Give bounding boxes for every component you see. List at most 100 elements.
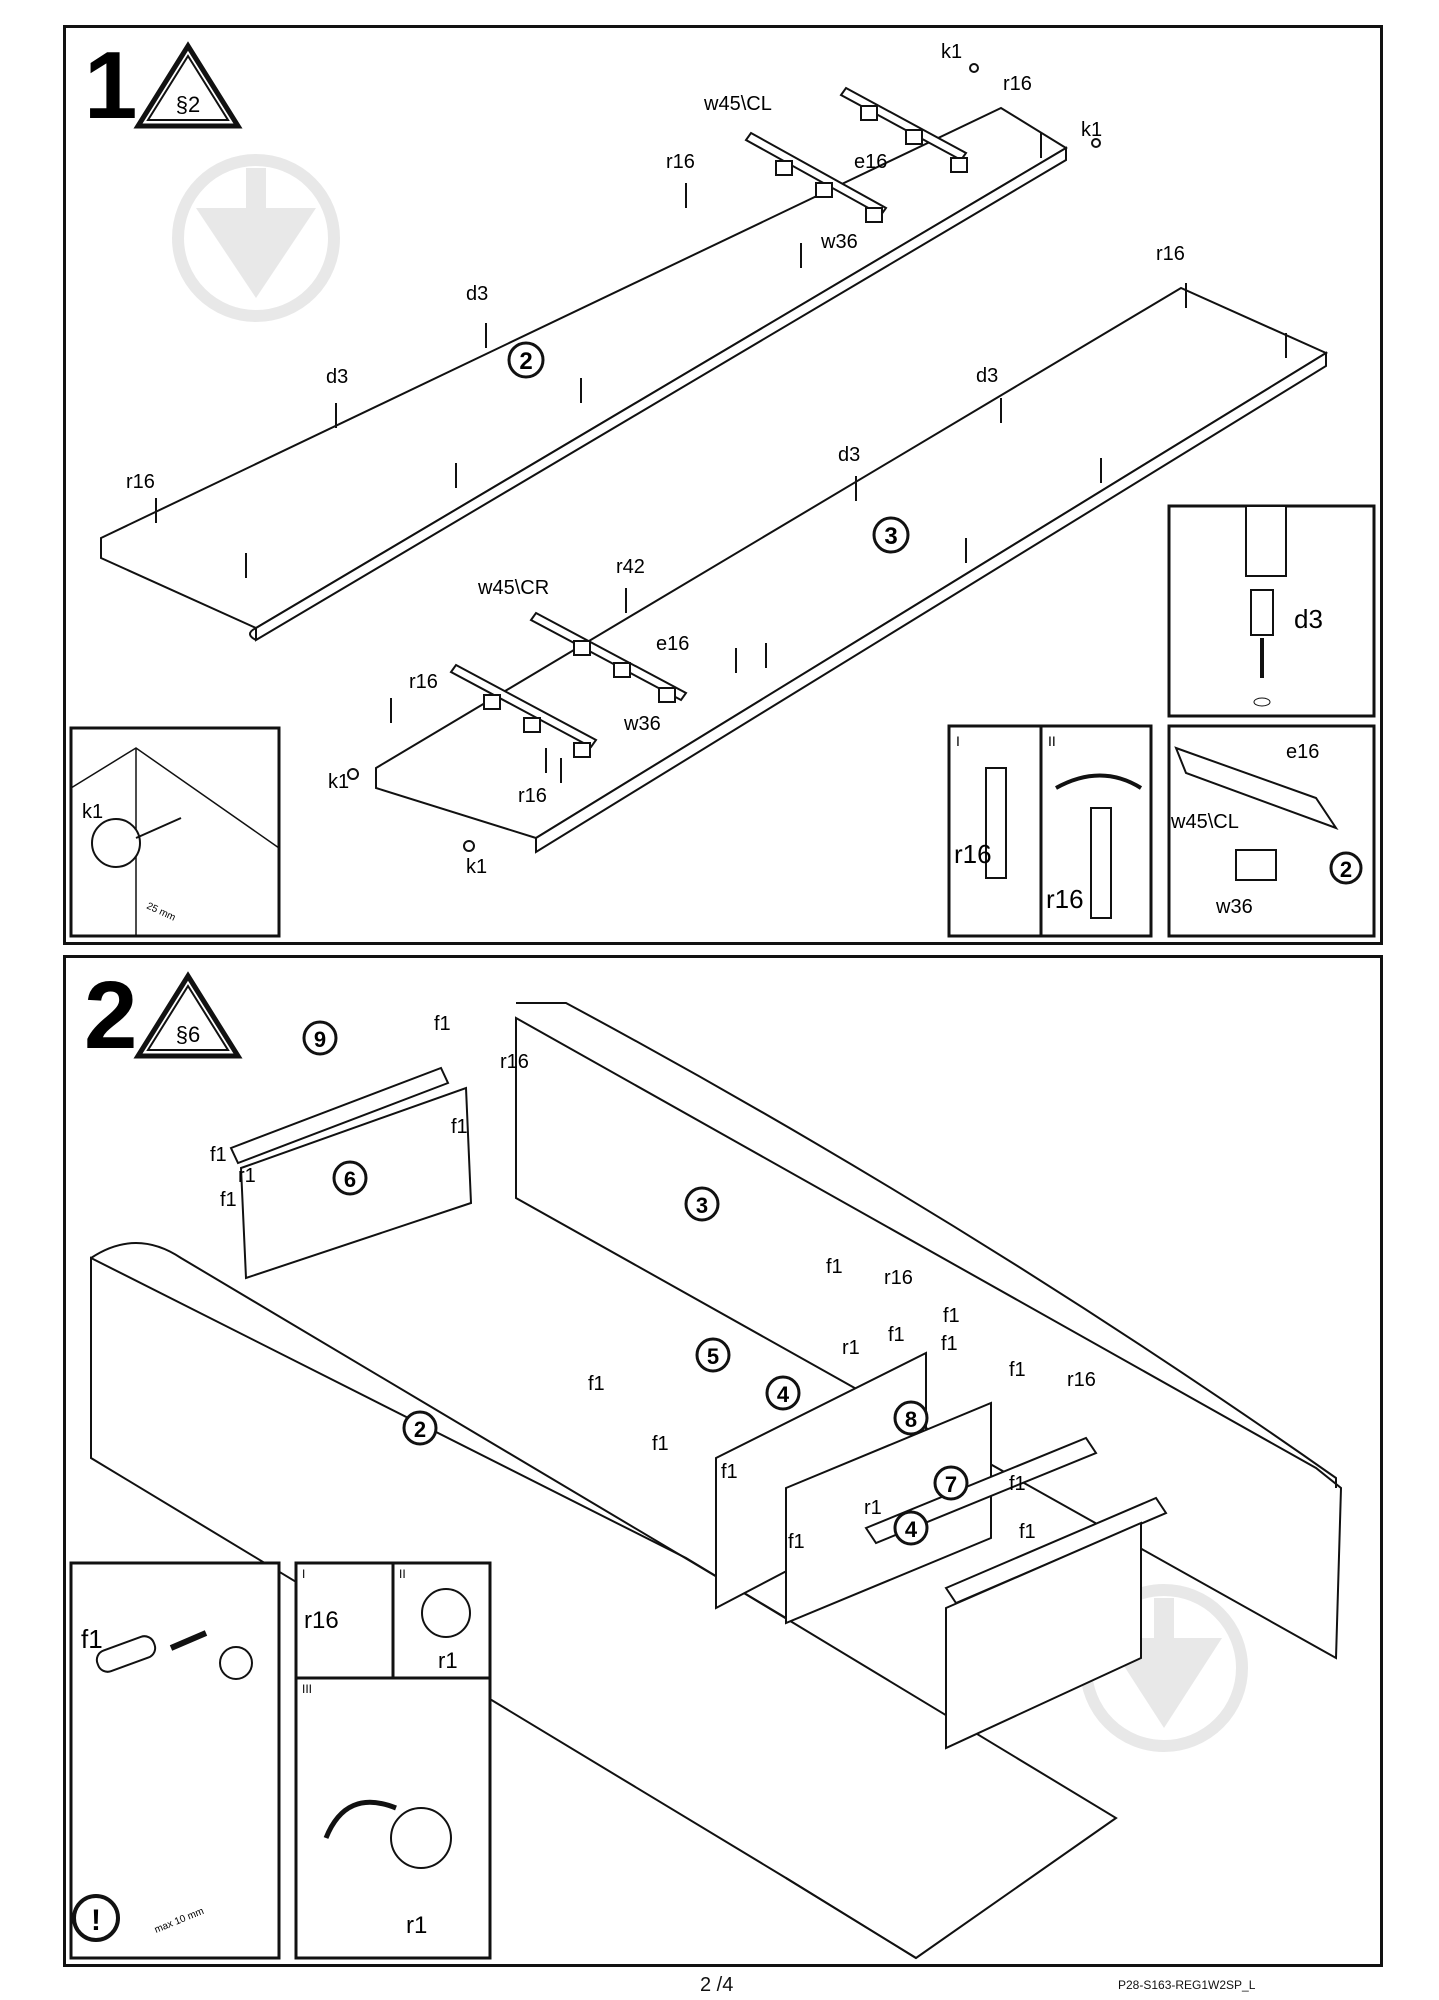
hardware-labels-step-1: k1 r16 k1 w45\CL e16 w36 r16 d3 d3 r16 r… bbox=[126, 41, 1185, 878]
part-callouts-step-2: 9 6 3 5 4 8 7 4 2 bbox=[302, 1020, 969, 1546]
watermark-logo bbox=[172, 154, 340, 322]
detail-r16-label-c: r16 bbox=[304, 1607, 339, 1634]
part-callouts-step-1: 2 3 bbox=[507, 341, 910, 554]
label-r16-h: r16 bbox=[884, 1267, 913, 1289]
label-r16-c: r16 bbox=[126, 471, 155, 493]
detail-2-roman-3: III bbox=[302, 1682, 312, 1696]
detail-r1-label-b: r1 bbox=[406, 1912, 427, 1939]
detail-d3-dowel: d3 bbox=[1167, 504, 1376, 718]
label-e16-a: e16 bbox=[854, 151, 887, 173]
label-r1-a: r1 bbox=[238, 1165, 256, 1187]
label-d3-b: d3 bbox=[326, 366, 348, 388]
label-f1-m: f1 bbox=[1009, 1473, 1026, 1495]
board-part-2 bbox=[100, 106, 1068, 642]
detail-r16-steps: I II r16 r16 bbox=[947, 724, 1153, 938]
detail-w36-label: w36 bbox=[1215, 896, 1253, 918]
step-2-badge-label: §6 bbox=[176, 1022, 200, 1047]
part-4-label-b: 4 bbox=[905, 1517, 918, 1542]
label-k1-c: k1 bbox=[328, 771, 349, 793]
label-k1-b: k1 bbox=[1081, 119, 1102, 141]
label-r16-d: r16 bbox=[1156, 243, 1185, 265]
detail-k1-label: k1 bbox=[82, 801, 103, 823]
board-part-2-front bbox=[90, 1242, 1118, 1960]
detail-r16-roman-2: II bbox=[1048, 733, 1056, 749]
detail-d3-label: d3 bbox=[1294, 604, 1323, 634]
step-1-panel: 1 §2 bbox=[63, 25, 1383, 945]
step-1-safety-badge: §2 bbox=[133, 41, 243, 129]
label-f1-d: f1 bbox=[220, 1189, 237, 1211]
label-k1-a: k1 bbox=[941, 41, 962, 63]
label-r16-b: r16 bbox=[666, 151, 695, 173]
label-r42: r42 bbox=[616, 556, 645, 578]
detail-f1-label: f1 bbox=[81, 1624, 103, 1654]
page-number: 2 /4 bbox=[700, 1974, 734, 1996]
part-3-label: 3 bbox=[884, 523, 897, 550]
warning-icon: ! bbox=[91, 1904, 101, 1937]
label-f1-a: f1 bbox=[434, 1013, 451, 1035]
part-6-label: 6 bbox=[344, 1167, 356, 1192]
label-d3-a: d3 bbox=[466, 283, 488, 305]
step-1-badge-label: §2 bbox=[176, 92, 200, 117]
hardware-labels-step-2: f1 r16 f1 f1 r1 f1 f1 r16 f1 r1 f1 f1 f1… bbox=[210, 1013, 1096, 1553]
detail-r16-label-a: r16 bbox=[954, 839, 992, 869]
detail-e16-fitting: 2 e16 w45\CL w36 bbox=[1167, 724, 1376, 938]
step-2-safety-badge: §6 bbox=[133, 971, 243, 1059]
part-4-label-a: 4 bbox=[777, 1382, 790, 1407]
label-r1-c: r1 bbox=[864, 1497, 882, 1519]
label-f1-f: f1 bbox=[943, 1305, 960, 1327]
label-w36-b: w36 bbox=[623, 713, 661, 735]
label-r16-e: r16 bbox=[409, 671, 438, 693]
label-f1-l: f1 bbox=[721, 1461, 738, 1483]
board-part-3 bbox=[375, 286, 1329, 854]
label-f1-g: f1 bbox=[888, 1324, 905, 1346]
detail-w45cl-label: w45\CL bbox=[1170, 811, 1239, 833]
label-e16-b: e16 bbox=[656, 633, 689, 655]
step-1-diagram: 1 §2 bbox=[69, 32, 1376, 938]
detail-k1-nail: k1 25 mm bbox=[69, 726, 281, 938]
step-2-panel: 2 §6 9 6 3 5 bbox=[63, 955, 1383, 1967]
detail-r16-r1: I II III r16 r1 r1 bbox=[294, 1561, 492, 1960]
part-9-label: 9 bbox=[314, 1027, 326, 1052]
part-3-label-b: 3 bbox=[696, 1193, 708, 1218]
document-code: P28-S163-REG1W2SP_L bbox=[1118, 1978, 1256, 1992]
step-2-number: 2 bbox=[84, 962, 137, 1069]
label-f1-k: f1 bbox=[652, 1433, 669, 1455]
label-w36-a: w36 bbox=[820, 231, 858, 253]
part-2-label-b: 2 bbox=[414, 1417, 426, 1442]
label-d3-d: d3 bbox=[838, 444, 860, 466]
label-f1-b: f1 bbox=[451, 1116, 468, 1138]
label-w45cr: w45\CR bbox=[477, 577, 549, 599]
label-w45cl: w45\CL bbox=[703, 93, 772, 115]
label-r1-b: r1 bbox=[842, 1337, 860, 1359]
step-1-number: 1 bbox=[84, 32, 137, 139]
part-8-label: 8 bbox=[905, 1407, 917, 1432]
label-r16-f: r16 bbox=[518, 785, 547, 807]
fitting-strip-cr-bottom bbox=[449, 611, 688, 758]
label-f1-n: f1 bbox=[1019, 1521, 1036, 1543]
fitting-strip-cl-top bbox=[744, 86, 968, 223]
part-7-label: 7 bbox=[945, 1472, 957, 1497]
label-r16-i: r16 bbox=[1067, 1369, 1096, 1391]
detail-part-2-label: 2 bbox=[1340, 857, 1352, 882]
label-f1-o: f1 bbox=[788, 1531, 805, 1553]
part-2-label: 2 bbox=[519, 348, 532, 375]
detail-r16-roman-1: I bbox=[956, 733, 960, 749]
detail-e16-label: e16 bbox=[1286, 741, 1319, 763]
dowel-pins bbox=[155, 133, 1287, 783]
label-f1-e: f1 bbox=[826, 1256, 843, 1278]
label-f1-h: f1 bbox=[941, 1333, 958, 1355]
panels-parts-4-5-7-8 bbox=[715, 1351, 1168, 1750]
detail-2-roman-2: II bbox=[399, 1567, 406, 1581]
step-2-diagram: 2 §6 9 6 3 5 bbox=[69, 962, 1343, 1960]
label-r16-g: r16 bbox=[500, 1051, 529, 1073]
k1-fasteners bbox=[347, 63, 1101, 852]
label-r16-a: r16 bbox=[1003, 73, 1032, 95]
board-part-3-back bbox=[515, 1002, 1343, 1660]
detail-2-roman-1: I bbox=[302, 1567, 305, 1581]
part-5-label: 5 bbox=[707, 1344, 719, 1369]
label-k1-d: k1 bbox=[466, 856, 487, 878]
label-f1-j: f1 bbox=[588, 1373, 605, 1395]
detail-r1-label-a: r1 bbox=[438, 1648, 458, 1673]
detail-r16-label-b: r16 bbox=[1046, 884, 1084, 914]
label-f1-i: f1 bbox=[1009, 1359, 1026, 1381]
